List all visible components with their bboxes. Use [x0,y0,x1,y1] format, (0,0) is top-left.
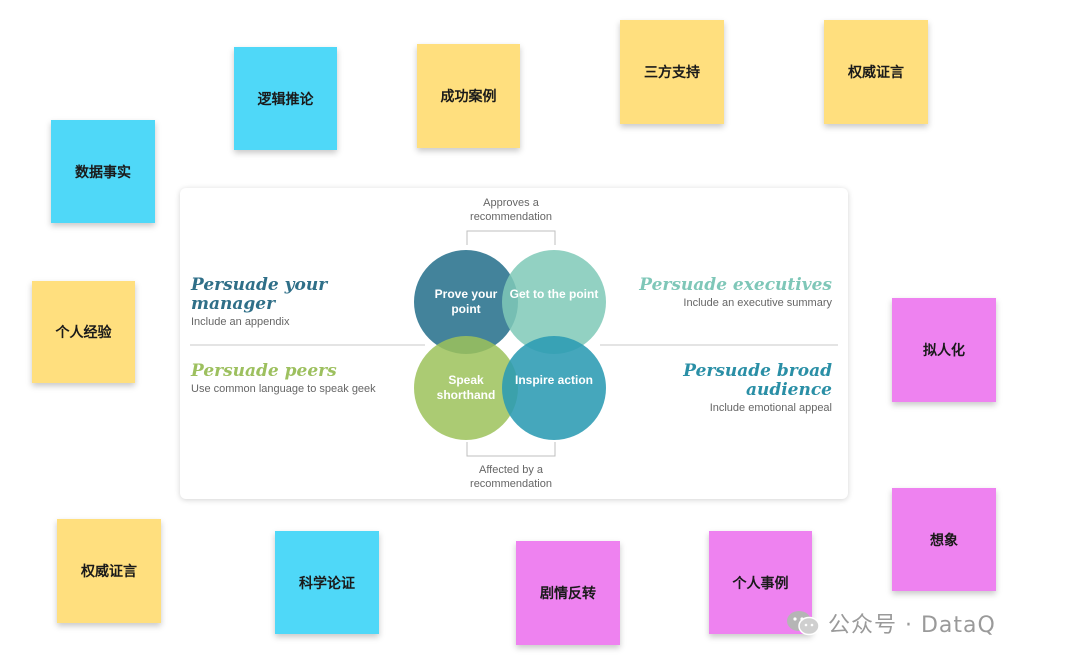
sticky-note-authority-bottom: 权威证言 [57,519,161,623]
sticky-note-authority-top: 权威证言 [824,20,928,124]
sticky-note-label: 个人事例 [732,575,789,592]
sticky-note-label: 拟人化 [923,343,965,359]
sticky-note-science: 科学论证 [275,531,379,634]
sticky-note-label: 权威证言 [848,65,904,81]
circle-prove-your-point [414,250,518,354]
quadrant-manager: Persuade your manager Include an appendi… [191,275,391,329]
sticky-note-label: 数据事实 [75,164,131,181]
quadrant-peers: Persuade peers Use common language to sp… [191,361,421,396]
quadrant-subtitle: Include an appendix [191,316,290,328]
sticky-note-imagination: 想象 [892,488,996,591]
circle-get-to-the-point [502,250,606,354]
quadrant-title: Persuade broad audience [683,361,832,400]
top-bracket [466,230,556,245]
circle-inspire-action [502,336,606,440]
top-note: Approves a recommendation [470,197,552,223]
persuasion-diagram-card: Approves a recommendation Affected by a … [180,188,848,499]
watermark-text: 公众号 · DataQ [828,613,996,638]
quadrant-title: Persuade executives [639,275,832,295]
sticky-note-label: 剧情反转 [540,586,596,602]
circle-label-inspire: Inspire action [514,373,594,387]
circle-label-get-to-point: Get to the point [509,287,599,301]
sticky-note-personal-experience: 个人经验 [32,281,135,383]
quadrant-executives: Persuade executives Include an executive… [632,275,832,310]
watermark: 公众号 · DataQ [786,608,996,638]
sticky-note-success-case: 成功案例 [417,44,520,148]
sticky-note-personal-case: 个人事例 [709,531,812,634]
sticky-note-label: 逻辑推论 [257,91,314,108]
quadrant-subtitle: Include an executive summary [683,297,832,309]
quadrant-title: Persuade your manager [191,275,328,314]
sticky-note-label: 想象 [930,532,958,549]
sticky-note-logic: 逻辑推论 [234,47,337,150]
bottom-bracket [466,442,556,457]
sticky-note-label: 科学论证 [299,575,355,592]
wechat-icon [787,611,820,636]
sticky-note-personification: 拟人化 [892,298,996,402]
sticky-note-label: 三方支持 [644,65,700,81]
circle-speak-shorthand [414,336,518,440]
sticky-note-label: 权威证言 [81,564,137,580]
sticky-note-third-party: 三方支持 [620,20,724,124]
sticky-note-label: 成功案例 [440,89,497,105]
diagram-graphics [190,230,838,457]
quadrant-broad-audience: Persuade broad audience Include emotiona… [632,361,832,415]
quadrant-subtitle: Use common language to speak geek [191,383,376,395]
quadrant-subtitle: Include emotional appeal [709,402,832,414]
circle-label-prove: Prove your point [434,287,498,316]
quadrant-title: Persuade peers [191,361,337,381]
bottom-note: Affected by a recommendation [470,464,552,490]
sticky-note-plot-twist: 剧情反转 [516,541,620,645]
sticky-note-data-facts: 数据事实 [51,120,155,223]
circle-label-speak: Speak shorthand [436,373,496,402]
sticky-note-label: 个人经验 [55,325,112,341]
